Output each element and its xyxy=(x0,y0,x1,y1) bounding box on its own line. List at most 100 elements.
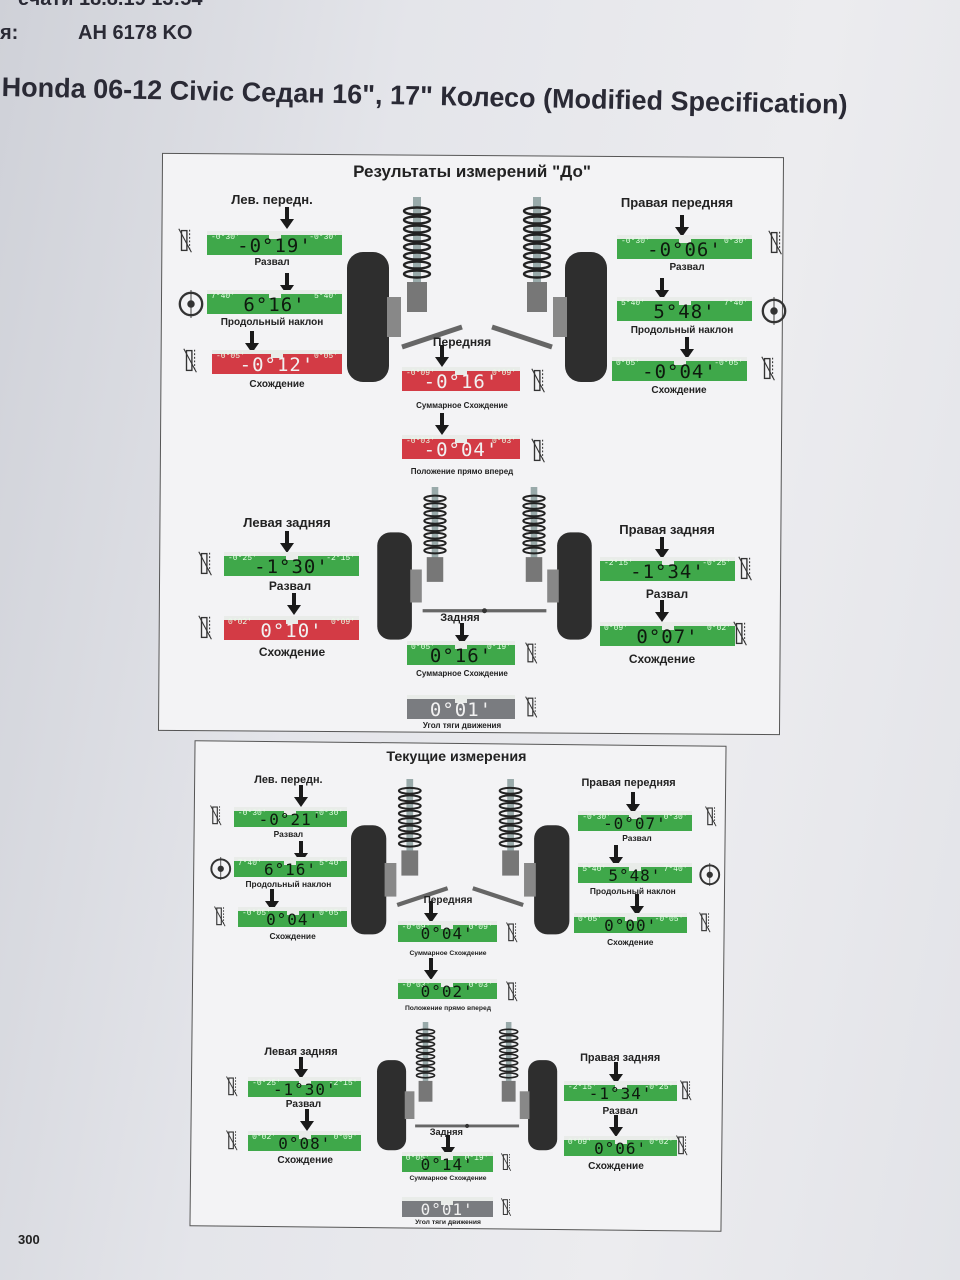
rear-suspension-diagram xyxy=(376,1022,557,1151)
front-left-toe-label: Схождение xyxy=(269,931,316,942)
camber-icon xyxy=(738,556,752,581)
gauge-min-limit: 0°05' xyxy=(405,1153,430,1163)
pointer-arrow-icon xyxy=(424,901,439,923)
straight-ahead-gauge: -0°03'0°03'-0°04' xyxy=(402,435,520,461)
thrust-angle-label: Угол тяги движения xyxy=(415,1218,481,1226)
straight-ahead-gauge: -0°03' 0°03'0°02' xyxy=(397,978,497,1001)
gauge-value: 0°04' xyxy=(266,910,320,930)
rear-axle-label: Задняя xyxy=(440,612,480,624)
gauge-value: 0°02' xyxy=(420,981,474,1001)
gauge-value: -0°06' xyxy=(647,239,722,261)
rear-right-label: Правая задняя xyxy=(619,522,715,537)
gauge-value: -0°04' xyxy=(642,361,717,383)
toe-icon xyxy=(183,348,197,373)
gauge-min-limit: 7°40' xyxy=(237,858,262,868)
gauge-notch xyxy=(614,1135,627,1144)
gauge-max-limit: 5°40' xyxy=(313,292,338,301)
gauge-notch xyxy=(455,367,467,375)
toe-icon xyxy=(226,1130,238,1151)
gauge-max-limit: 0°09' xyxy=(333,1132,358,1142)
gauge-max-limit: 0°03' xyxy=(468,980,493,990)
gauge-min-limit: 0°02' xyxy=(252,1132,277,1142)
pointer-arrow-icon xyxy=(435,413,449,435)
gauge-notch xyxy=(298,1076,311,1085)
gauge-value: 0°01' xyxy=(420,1199,474,1219)
gauge-min-limit: -2°15' xyxy=(567,1083,597,1092)
gauge-notch xyxy=(628,810,641,819)
front-left-caster-gauge: 7°40'5°40'6°16' xyxy=(233,856,348,877)
gauge-max-limit: 5°40' xyxy=(319,858,344,868)
toe-icon xyxy=(733,621,747,646)
gauge-max-limit: -0°30' xyxy=(309,233,338,242)
rear-left-toe-gauge: 0°02'0°09'0°10' xyxy=(224,616,359,641)
front-left-toe-label: Схождение xyxy=(249,379,305,390)
pointer-arrow-icon xyxy=(280,207,294,229)
camber-icon xyxy=(178,228,192,253)
gauge-notch xyxy=(441,921,454,930)
gauge-value: -0°16' xyxy=(423,371,499,393)
gauge-notch xyxy=(455,641,467,649)
gauge-notch xyxy=(284,856,297,865)
pointer-arrow-icon xyxy=(609,1115,623,1138)
gauge-max-limit: 0°05' xyxy=(319,909,344,919)
gauge-min-limit: -0°03' xyxy=(406,437,435,446)
pointer-arrow-icon xyxy=(675,215,689,237)
front-total-toe-gauge: -0°09'0°09'0°04' xyxy=(397,921,497,942)
gauge-notch xyxy=(661,557,674,565)
front-total-toe-gauge: -0°09'0°09'-0°16' xyxy=(402,367,520,393)
gauge-min-limit: -0°05' xyxy=(216,352,245,361)
rear-right-camber-label: Развал xyxy=(602,1106,638,1118)
gauge-max-limit: 0°09' xyxy=(491,369,516,378)
gauge-value: 5°48' xyxy=(653,301,716,323)
pointer-arrow-icon xyxy=(655,600,669,622)
rear-left-camber-gauge: -0°25'-2°15'-1°30' xyxy=(224,552,359,577)
front-right-caster-label: Продольный наклон xyxy=(589,886,676,897)
rear-left-camber-label: Развал xyxy=(285,1099,322,1111)
gauge-value: -1°30' xyxy=(272,1079,337,1099)
rear-left-toe-gauge: 0°02' 0°09'0°08' xyxy=(248,1130,362,1153)
gauge-notch xyxy=(286,907,299,916)
rear-total-toe-gauge: 0°05'0°19'0°14' xyxy=(401,1151,493,1172)
gauge-value: 5°48' xyxy=(608,865,662,885)
gauge-max-limit: 7°40' xyxy=(663,864,688,874)
gauge-notch xyxy=(678,297,691,305)
front-left-caster-label: Продольный наклон xyxy=(220,317,324,328)
pointer-arrow-icon xyxy=(424,958,439,981)
rear-left-toe-label: Схождение xyxy=(258,645,326,659)
toe-icon xyxy=(198,615,212,640)
gauge-notch xyxy=(455,695,467,703)
gauge-min-limit: 0°05' xyxy=(578,915,603,924)
gauge-max-limit: -0°25' xyxy=(702,559,731,568)
gauge-min-limit: -0°09' xyxy=(401,923,431,933)
total-toe-icon xyxy=(501,1152,512,1171)
gauge-max-limit: 0°19' xyxy=(486,643,511,652)
front-right-caster-label: Продольный наклон xyxy=(630,325,734,336)
front-right-caster-gauge: 5°40'7°40'5°48' xyxy=(617,297,752,323)
camber-icon xyxy=(209,805,222,826)
gauge-min-limit: -0°25' xyxy=(252,1078,281,1088)
pointer-arrow-icon xyxy=(435,345,449,367)
gauge-value: 0°08' xyxy=(278,1133,332,1153)
gauge-notch xyxy=(628,862,641,871)
front-total-toe-label: Суммарное Схождение xyxy=(416,401,508,410)
section-title: Результаты измерений "До" xyxy=(353,162,591,181)
gauge-notch xyxy=(441,978,454,987)
gauge-value: -0°12' xyxy=(239,354,315,376)
gauge-notch xyxy=(624,913,637,921)
plate-label: я: xyxy=(0,22,19,44)
gauge-max-limit: -2°15' xyxy=(326,554,355,563)
gauge-value: -0°07' xyxy=(603,813,667,833)
straight-ahead-label: Положение прямо вперед xyxy=(404,1005,492,1013)
gauge-min-limit: -0°30' xyxy=(621,237,650,246)
gauge-value: -1°34' xyxy=(588,1084,653,1103)
front-right-camber-label: Развал xyxy=(669,262,705,273)
rear-right-camber-gauge: -2°15'-0°25'-1°34' xyxy=(563,1081,678,1103)
gauge-value: -0°21' xyxy=(258,810,323,830)
gauge-notch xyxy=(285,616,298,624)
gauge-max-limit: 0°19' xyxy=(464,1153,489,1163)
pointer-arrow-icon xyxy=(609,1062,623,1085)
gauge-min-limit: -0°03' xyxy=(401,980,431,990)
total-toe-icon xyxy=(506,922,518,943)
gauge-value: -0°04' xyxy=(423,439,499,461)
page-number: 300 xyxy=(18,1232,40,1247)
